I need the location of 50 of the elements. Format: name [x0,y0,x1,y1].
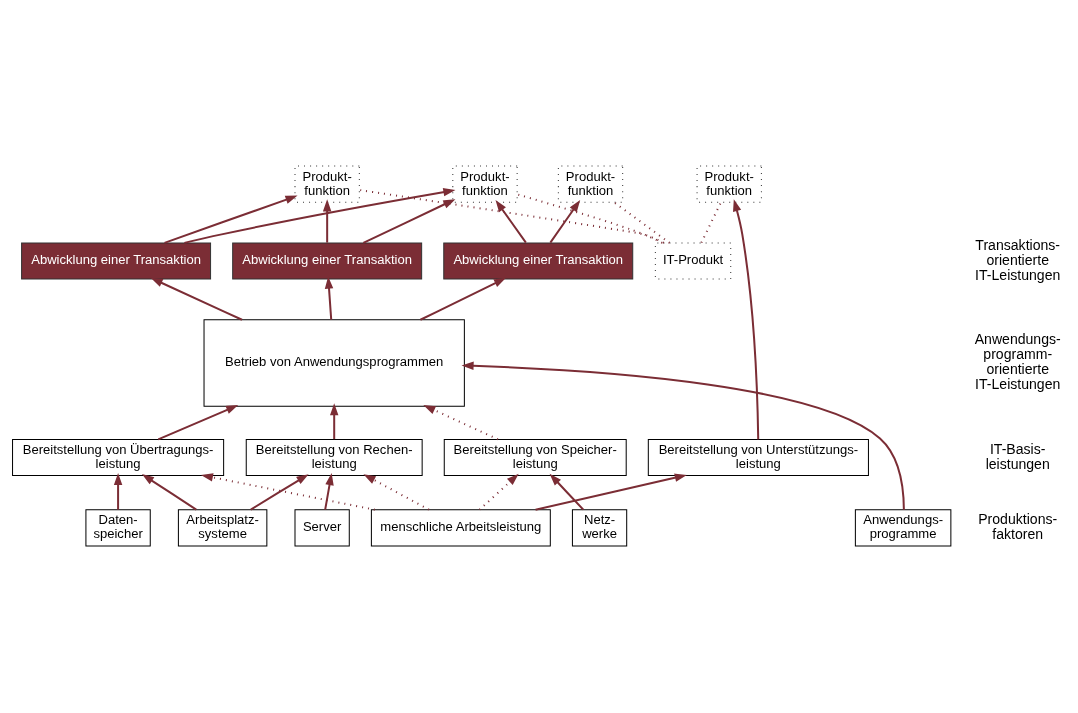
arrow [495,199,527,244]
node-box: Daten- speicher [85,509,151,547]
node-box: Produkt- funktion [557,165,624,203]
arrow [250,474,309,511]
label: Transaktions- orientierte IT-Leistungen [975,236,1061,283]
node-box: Produkt- funktion [452,165,518,203]
arrow [549,199,581,244]
node-box: Bereitstellung von Speicher- leistung [443,438,627,477]
node-box: Bereitstellung von Rechen- leistung [245,438,423,477]
arrow [200,473,375,511]
label: IT-Basis- leistungen [985,440,1050,472]
label: Anwendungs- programm- orientierte IT-Leistungen [974,331,1061,393]
connector [359,189,665,244]
node-box: Betrieb von Anwendungsprogrammen [203,319,465,407]
node-box: Produkt- funktion [696,165,762,203]
arrow [363,474,430,511]
arrow [164,195,298,244]
arrow [535,473,687,511]
arrow [113,472,123,510]
arrow [150,277,243,321]
arrow [461,361,905,510]
node-box: Abwicklung einer Transaktion [443,242,634,280]
arrow [362,199,456,244]
connector [700,201,722,244]
arrow [324,276,334,320]
node-box: Server [294,509,350,547]
node-box: Abwicklung einer Transaktion [21,242,212,280]
arrow [423,405,499,441]
arrow [141,474,197,511]
connector [517,193,663,244]
arrow [478,473,519,511]
node-box: Anwendungs- programme [854,509,952,547]
label: Produktions- faktoren [978,511,1058,543]
arrow [549,473,585,511]
node-box: Bereitstellung von Unterstützungs- leistung [647,438,869,477]
node-box: Netz- werke [571,509,628,547]
arrow [733,199,760,440]
arrow [324,473,334,510]
arrow [157,405,239,441]
node-box: Produkt- funktion [294,165,360,203]
node-box: Arbeitsplatz- systeme [177,509,268,547]
node-box: IT-Produkt [654,242,732,280]
node-box: Bereitstellung von Übertragungs- leistung [12,438,225,477]
node-box: Abwicklung einer Transaktion [232,242,423,280]
arrow [322,199,332,243]
node-box: menschliche Arbeitsleistung [370,509,551,547]
arrow [420,277,507,321]
arrow [184,188,456,244]
connector [613,201,671,244]
arrow [329,403,339,440]
